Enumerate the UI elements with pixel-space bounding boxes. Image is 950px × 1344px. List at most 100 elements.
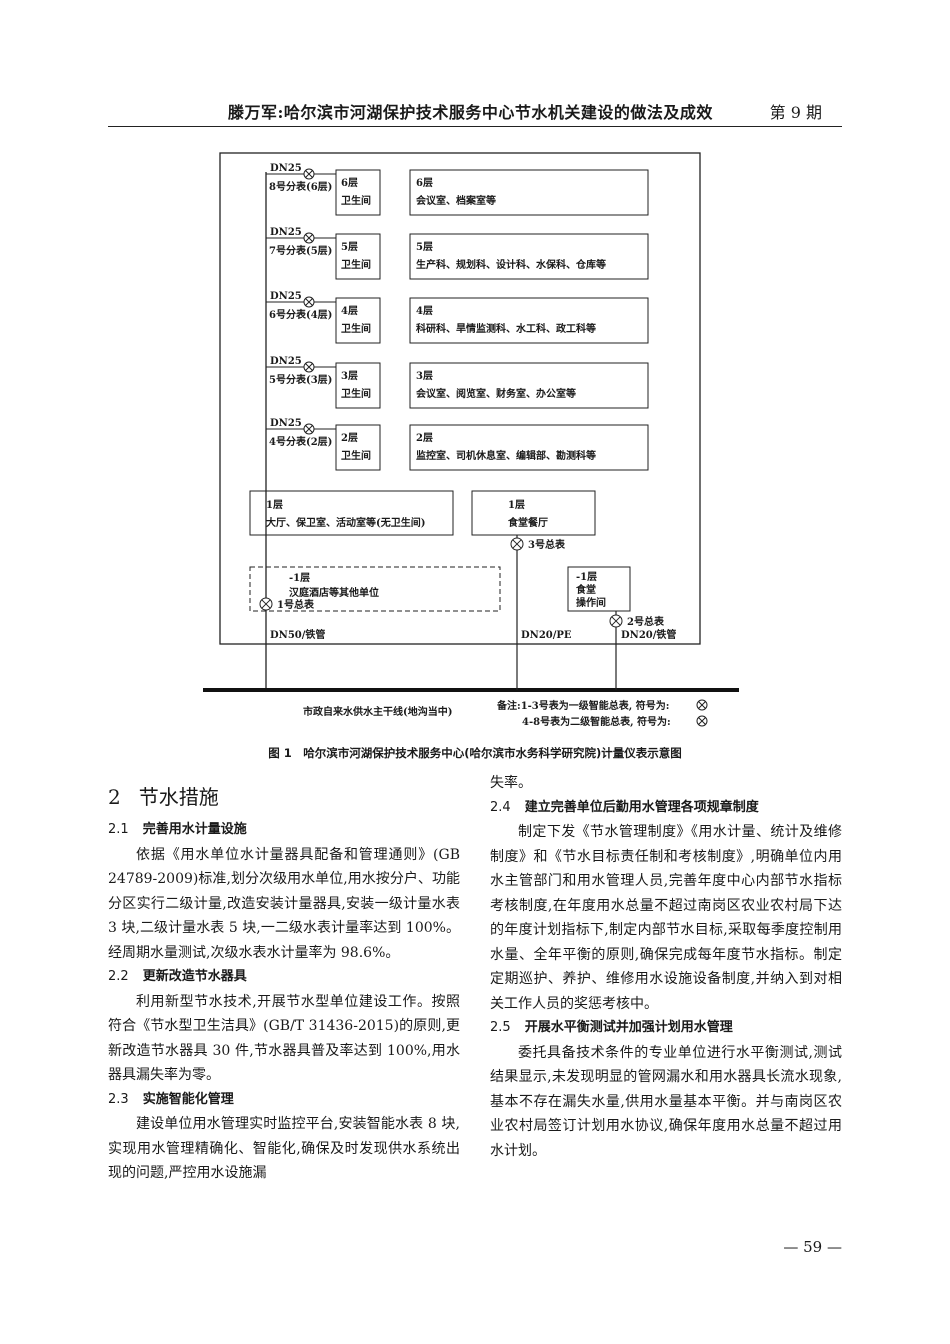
basement-left-rooms: 汉庭酒店等其他单位 bbox=[289, 586, 379, 599]
rooms-floor: 5层 bbox=[416, 241, 433, 253]
rooms-box bbox=[409, 362, 649, 409]
running-header-issue: 第 9 期 bbox=[769, 103, 822, 122]
section-title: 节水措施 bbox=[138, 785, 219, 809]
pipe-2-label: DN20/铁管 bbox=[621, 628, 676, 641]
floor1-left-rooms: 大厅、保卫室、活动室等(无卫生间) bbox=[266, 516, 425, 529]
sub-meter-label: 8号分表(6层) bbox=[269, 180, 332, 193]
rooms-floor: 4层 bbox=[416, 305, 433, 317]
subsection-2-4-heading: 2.4 建立完善单位后勤用水管理各项规章制度 bbox=[490, 796, 842, 821]
restroom-box bbox=[335, 233, 381, 280]
main-line-label: 市政自来水供水主干线(地沟当中) bbox=[303, 705, 452, 718]
rooms-box bbox=[409, 169, 649, 216]
rooms-floor: 3层 bbox=[416, 370, 433, 382]
restroom-box bbox=[335, 297, 381, 344]
subsection-number: 2.2 bbox=[108, 969, 129, 984]
subsection-2-3-heading: 2.3 实施智能化管理 bbox=[108, 1088, 460, 1113]
rooms-list: 监控室、司机休息室、编辑部、勘测科等 bbox=[416, 449, 596, 462]
figure-caption: 图 1 哈尔滨市河湖保护技术服务中心(哈尔滨市水务科学研究院)计量仪表示意图 bbox=[268, 746, 682, 760]
floor1-left-floor: 1层 bbox=[266, 499, 283, 511]
restroom-floor: 5层 bbox=[341, 241, 358, 253]
pipe-size-label: DN25 bbox=[270, 418, 302, 429]
water-meter-diagram: DN258号分表(6层)6层卫生间6层会议室、档案室等DN257号分表(5层)5… bbox=[203, 152, 739, 728]
pipe-size-label: DN25 bbox=[270, 163, 302, 174]
sub-meter-icon bbox=[303, 232, 315, 244]
meter-1-label: 1号总表 bbox=[277, 598, 315, 611]
basement-left-box bbox=[249, 566, 501, 612]
subsection-2-5-heading: 2.5 开展水平衡测试并加强计划用水管理 bbox=[490, 1016, 842, 1041]
restroom-label: 卫生间 bbox=[341, 387, 371, 400]
pipe-size-label: DN25 bbox=[270, 291, 302, 302]
rooms-list: 会议室、档案室等 bbox=[416, 194, 496, 207]
building-outline bbox=[219, 152, 701, 645]
rooms-box bbox=[409, 424, 649, 471]
page-number: — 59 — bbox=[783, 1238, 842, 1256]
left-column: 2 节水措施 2.1 完善用水计量设施 依据《用水单位水计量器具配备和管理通则》(G… bbox=[108, 780, 460, 1186]
meter-3-label: 3号总表 bbox=[528, 538, 566, 551]
running-header-title: 滕万军:哈尔滨市河湖保护技术服务中心节水机关建设的做法及成效 bbox=[228, 103, 713, 122]
subsection-title: 更新改造节水器具 bbox=[142, 969, 247, 984]
restroom-floor: 6层 bbox=[341, 177, 358, 189]
restroom-label: 卫生间 bbox=[341, 449, 371, 462]
rooms-box bbox=[409, 297, 649, 344]
pipe-size-label: DN25 bbox=[270, 356, 302, 367]
subsection-title: 开展水平衡测试并加强计划用水管理 bbox=[524, 1020, 733, 1035]
basement-right-line1: 食堂 bbox=[575, 583, 596, 596]
meter-3-symbol bbox=[510, 537, 524, 551]
restroom-label: 卫生间 bbox=[341, 194, 371, 207]
meter-1-symbol bbox=[259, 597, 273, 611]
restroom-floor: 3层 bbox=[341, 370, 358, 382]
section-heading: 2 节水措施 bbox=[108, 782, 460, 812]
sub-meter-icon bbox=[303, 361, 315, 373]
sub-meter-icon bbox=[303, 296, 315, 308]
subsection-number: 2.5 bbox=[490, 1020, 511, 1035]
sub-meter-label: 6号分表(4层) bbox=[269, 308, 332, 321]
rooms-box bbox=[409, 233, 649, 280]
restroom-box bbox=[335, 362, 381, 409]
restroom-label: 卫生间 bbox=[341, 258, 371, 271]
sub-meter-icon bbox=[303, 423, 315, 435]
right-column: 失率。 2.4 建立完善单位后勤用水管理各项规章制度 制定下发《节水管理制度》《用… bbox=[490, 771, 842, 1163]
note-1-meter-icon bbox=[696, 699, 708, 711]
meter-2-symbol bbox=[609, 614, 623, 628]
subsection-number: 2.4 bbox=[490, 799, 511, 815]
sub-meter-icon bbox=[303, 168, 315, 180]
rooms-list: 生产科、规划科、设计科、水保科、仓库等 bbox=[416, 258, 606, 271]
continued-text: 失率。 bbox=[490, 775, 532, 791]
subsection-title: 建立完善单位后勤用水管理各项规章制度 bbox=[524, 799, 759, 815]
basement-left-floor: -1层 bbox=[289, 572, 310, 584]
rooms-list: 会议室、阅览室、财务室、办公室等 bbox=[416, 387, 576, 400]
rooms-floor: 2层 bbox=[416, 432, 433, 444]
section-number: 2 bbox=[108, 785, 121, 809]
floor1-right-rooms: 食堂餐厅 bbox=[507, 516, 548, 529]
pipe-1-label: DN50/铁管 bbox=[270, 628, 325, 641]
restroom-box bbox=[335, 424, 381, 471]
subsection-2-2-text: 利用新型节水技术,开展节水型单位建设工作。按照符合《节水型卫生洁具》(GB/T … bbox=[108, 993, 460, 1084]
note-2-meter-icon bbox=[696, 715, 708, 727]
subsection-2-4-text: 制定下发《节水管理制度》《用水计量、统计及维修制度》和《节水目标责任制和考核制度… bbox=[490, 824, 842, 1012]
rooms-floor: 6层 bbox=[416, 177, 433, 189]
pipe-size-label: DN25 bbox=[270, 227, 302, 238]
floor1-right-floor: 1层 bbox=[508, 499, 525, 511]
subsection-title: 实施智能化管理 bbox=[142, 1091, 234, 1107]
restroom-label: 卫生间 bbox=[341, 322, 371, 335]
floor1-left-box bbox=[249, 490, 454, 536]
subsection-2-1-text: 依据《用水单位水计量器具配备和管理通则》(GB 24789-2009)标准,划分… bbox=[108, 846, 460, 961]
basement-right-line2: 操作间 bbox=[576, 596, 606, 609]
restroom-floor: 4层 bbox=[341, 305, 358, 317]
basement-right-box bbox=[567, 566, 631, 612]
subsection-number: 2.1 bbox=[108, 822, 129, 837]
floor-rows: DN258号分表(6层)6层卫生间6层会议室、档案室等DN257号分表(5层)5… bbox=[266, 163, 649, 471]
sub-meter-label: 4号分表(2层) bbox=[269, 435, 332, 448]
meter-2-label: 2号总表 bbox=[627, 615, 665, 628]
subsection-number: 2.3 bbox=[108, 1091, 129, 1107]
subsection-2-1-heading: 2.1 完善用水计量设施 bbox=[108, 818, 460, 843]
subsection-title: 完善用水计量设施 bbox=[142, 822, 247, 837]
rooms-list: 科研科、旱情监测科、水工科、政工科等 bbox=[416, 322, 596, 335]
sub-meter-label: 5号分表(3层) bbox=[269, 373, 332, 386]
note-line-1: 备注:1-3号表为一级智能总表, 符号为: bbox=[496, 699, 669, 712]
